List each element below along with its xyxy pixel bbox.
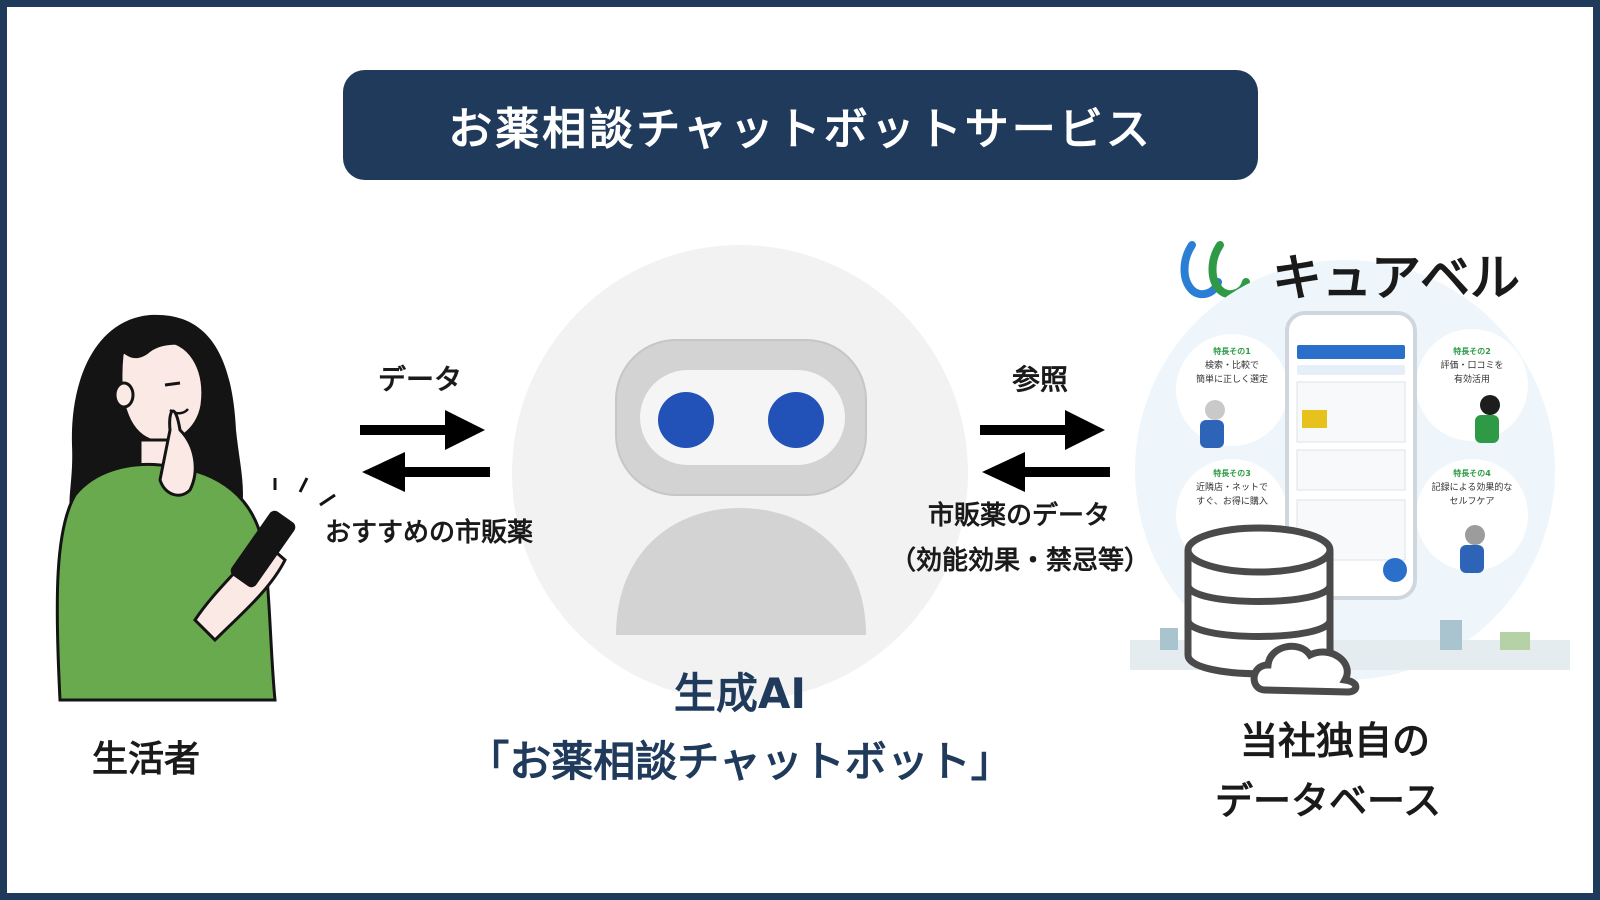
curebell-logo-icon (1180, 241, 1250, 299)
left-double-arrow-icon (360, 410, 490, 492)
feature-2-line2: 有効活用 (1453, 375, 1490, 385)
consumer-label: 生活者 (92, 739, 201, 780)
generative-ai-label: 生成AI (673, 669, 807, 718)
recommended-otc-label: おすすめの市販薬 (325, 518, 534, 548)
feature-2-tag: 特長その2 (1453, 347, 1491, 356)
data-label: データ (378, 363, 463, 396)
woman-with-phone-icon (55, 314, 336, 702)
chatbot-robot-icon (512, 245, 968, 701)
feature-3-line1: 近隣店・ネットで (1195, 483, 1268, 493)
database-line2: データベース (1215, 779, 1442, 823)
feature-2: 特長その2 評価・口コミを 有効活用 (1430, 345, 1514, 387)
title-text: お薬相談チャットボットサービス (448, 104, 1153, 155)
right-double-arrow-icon (980, 410, 1110, 492)
feature-3-line2: すぐ、お得に購入 (1196, 497, 1268, 507)
feature-1: 特長その1 検索・比較で 簡単に正しく選定 (1190, 345, 1274, 387)
feature-4: 特長その4 記録による効果的な セルフケア (1425, 467, 1519, 509)
chatbot-name-label: 「お薬相談チャットボット」 (467, 737, 1013, 786)
reference-label: 参照 (1012, 363, 1069, 396)
feature-4-tag: 特長その4 (1453, 469, 1491, 478)
feature-1-tag: 特長その1 (1213, 347, 1251, 356)
feature-3: 特長その3 近隣店・ネットで すぐ、お得に購入 (1190, 467, 1274, 509)
feature-1-line1: 検索・比較で (1204, 361, 1259, 371)
otc-data-detail-label: （効能効果・禁忌等） (890, 546, 1151, 576)
feature-4-line2: セルフケア (1449, 497, 1495, 507)
feature-3-tag: 特長その3 (1213, 469, 1251, 478)
feature-4-line1: 記録による効果的な (1431, 483, 1513, 493)
feature-1-line2: 簡単に正しく選定 (1195, 375, 1268, 385)
database-cloud-icon (1184, 524, 1360, 696)
otc-data-label: 市販薬のデータ (928, 501, 1111, 531)
brand-name: キュアベル (1272, 249, 1520, 307)
database-line1: 当社独自の (1240, 719, 1431, 763)
feature-2-line1: 評価・口コミを (1440, 361, 1504, 371)
title-banner: お薬相談チャットボットサービス (343, 70, 1258, 180)
